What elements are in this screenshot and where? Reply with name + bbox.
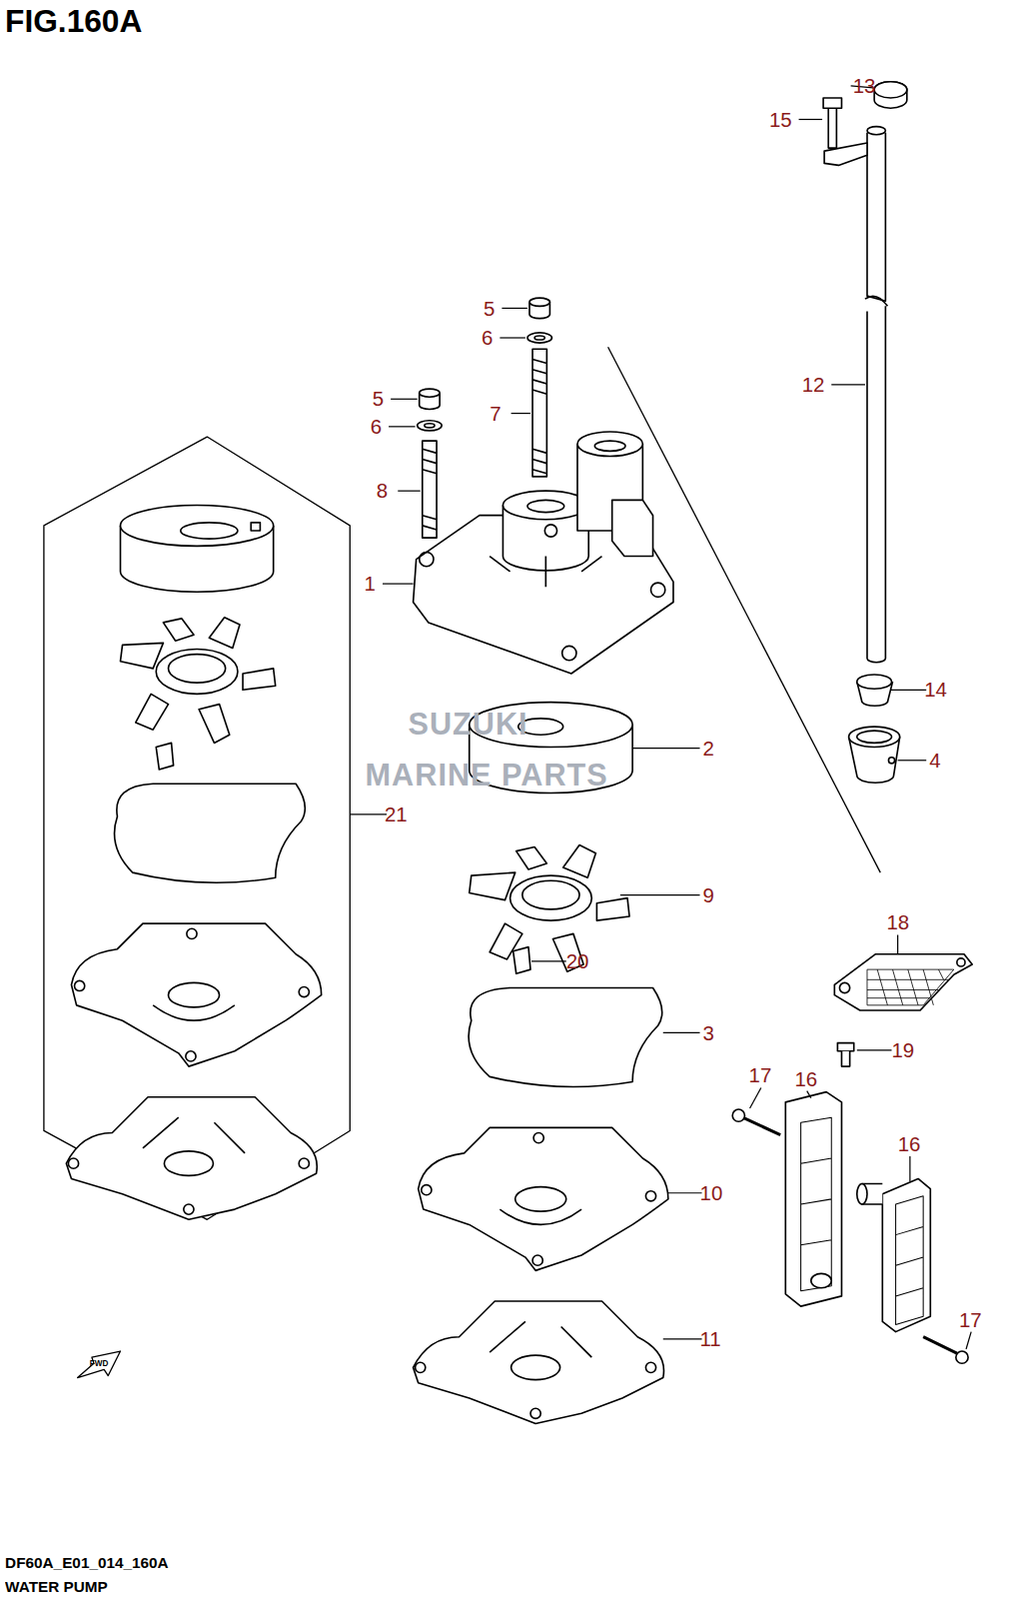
callout-number: 20	[566, 950, 590, 973]
watermark: SUZUKI	[407, 708, 528, 742]
callout-number: 16	[898, 1131, 922, 1154]
callout-number: 7	[489, 401, 501, 424]
figure-caption: WATER PUMP	[4, 1577, 108, 1596]
figure-code: DF60A_E01_014_160A	[4, 1552, 169, 1571]
callout-number: 9	[703, 883, 715, 906]
callout-number: 4	[929, 749, 941, 772]
callout-number: 6	[370, 415, 382, 438]
callout-number: 10	[700, 1181, 724, 1204]
callout-number: 21	[384, 803, 408, 826]
callout-number: 14	[924, 678, 948, 701]
watermark: MARINE PARTS	[365, 759, 609, 793]
callout-number: 12	[802, 373, 826, 396]
callout-number: 5	[372, 387, 384, 410]
callout-number: 3	[703, 1020, 715, 1043]
callout-number: 16	[794, 1066, 818, 1089]
callout-number: 17	[749, 1063, 773, 1086]
callout-number: 5	[483, 296, 495, 319]
callout-number: 6	[481, 326, 493, 349]
callout-number: 18	[886, 911, 910, 934]
callout-number: 17	[959, 1307, 983, 1330]
callout-number: 13	[853, 74, 877, 97]
callout-number: 1	[364, 572, 376, 595]
callout-number: 19	[892, 1038, 916, 1061]
figure-title: FIG.160A	[4, 3, 142, 39]
fwd-arrow-text: FWD	[89, 1358, 109, 1368]
callout-number: 8	[376, 479, 388, 502]
callout-number: 2	[703, 736, 715, 759]
callout-number: 11	[700, 1327, 722, 1350]
callout-number: 15	[769, 107, 793, 130]
